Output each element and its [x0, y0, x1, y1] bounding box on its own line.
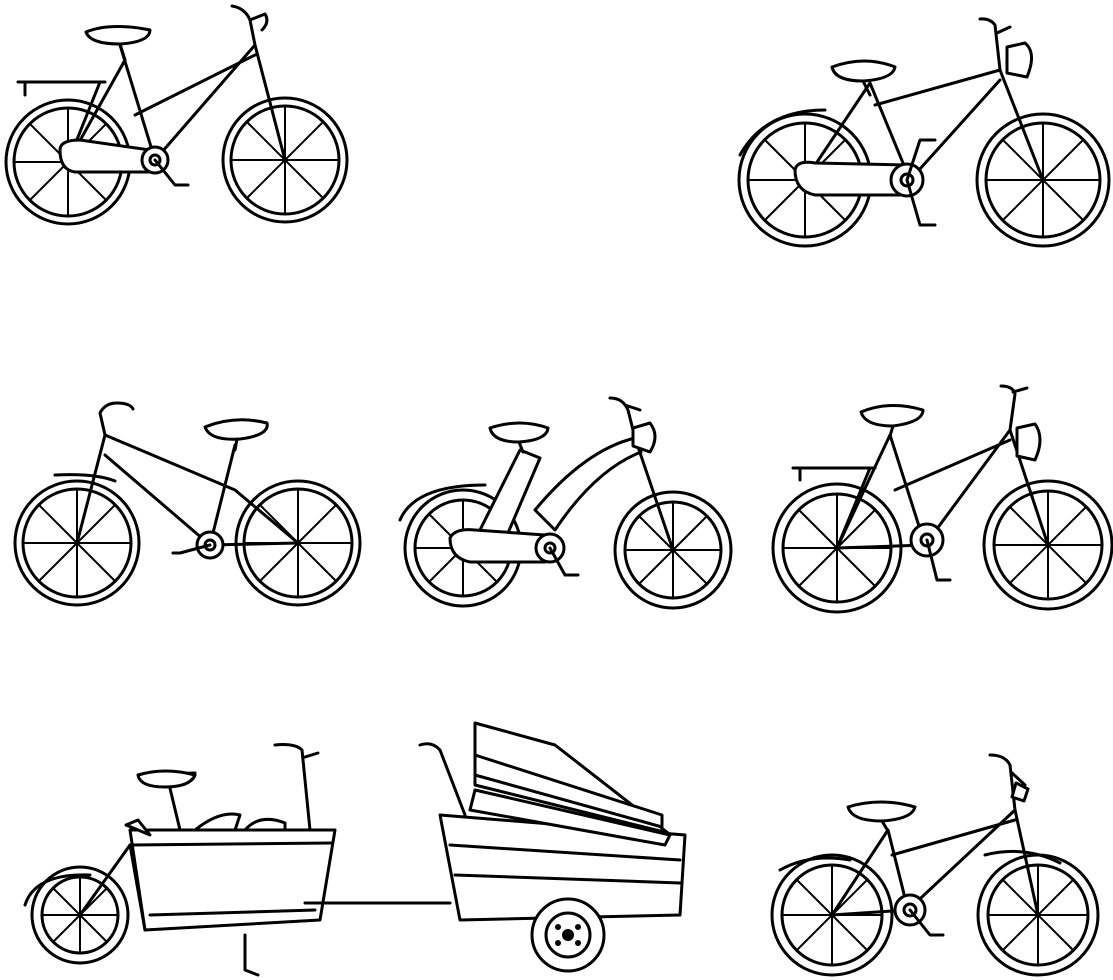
cargo-bicycle — [23, 743, 337, 977]
bicycle-1 — [4, 4, 349, 226]
bicycle-5 — [771, 384, 1113, 614]
bicycle-3 — [13, 401, 362, 607]
bicycle-2 — [737, 17, 1111, 248]
bicycle-trailer — [303, 721, 687, 973]
bicycle-6 — [770, 753, 1100, 977]
bicycle-4 — [398, 396, 733, 610]
